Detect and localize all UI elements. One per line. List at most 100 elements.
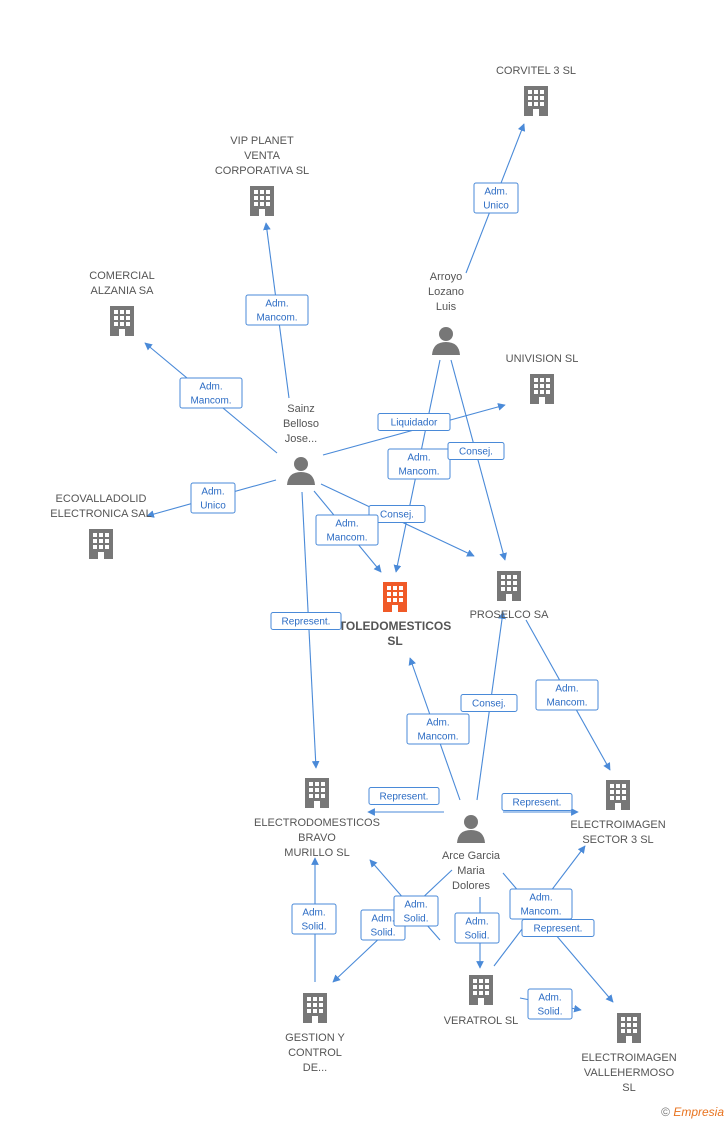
edge-label-text: Consej.	[459, 447, 493, 458]
company-icon	[530, 374, 554, 404]
edge-label-text: Represent.	[513, 798, 562, 809]
edge-label-text: Adm.	[407, 453, 430, 464]
nodes-layer: CORVITEL 3 SL VIP PLANETVENTACORPORATIVA …	[50, 65, 676, 1094]
edge-label-box	[535, 679, 599, 711]
node-label: DE...	[303, 1062, 327, 1074]
edge-label-text: Adm.	[538, 993, 561, 1004]
node-corvitel[interactable]: CORVITEL 3 SL	[496, 65, 576, 116]
edge-label-sainz-comercial[interactable]: Adm.Mancom.	[179, 377, 243, 409]
edge-label-box	[527, 988, 573, 1020]
edge-label-text: Solid.	[301, 922, 326, 933]
edge-label-text: Mancom.	[326, 533, 367, 544]
edge-label-arce-gestion-b[interactable]: Adm.Solid.	[393, 895, 439, 927]
edge-label-text: Mancom.	[256, 313, 297, 324]
copyright-icon: ©	[661, 1105, 670, 1119]
edge-label-sainz-bravo[interactable]: Represent.	[270, 612, 342, 630]
edge-label-arce-veratrol[interactable]: Adm.Solid.	[454, 912, 500, 944]
edge-label-text: Consej.	[472, 699, 506, 710]
node-label: Lozano	[428, 286, 464, 298]
edge-label-sainz-ecoval[interactable]: Adm. Unico	[190, 482, 236, 514]
company-icon	[524, 86, 548, 116]
node-label: SL	[387, 634, 402, 648]
edge-label-text: Represent.	[534, 924, 583, 935]
edge-labels-layer: Adm.UnicoAdm.Mancom.Adm.Mancom.Liquidado…	[179, 182, 599, 1020]
person-icon	[287, 457, 315, 485]
node-bravo[interactable]: ELECTRODOMESTICOS BRAVO MURILLO SL	[254, 778, 380, 859]
edge-label-text: Adm.	[465, 917, 488, 928]
node-label: Dolores	[452, 880, 490, 892]
node-label: VERATROL SL	[444, 1015, 519, 1027]
node-label: Jose...	[285, 433, 317, 445]
node-label: ELECTROIMAGEN	[581, 1052, 676, 1064]
node-veratrol[interactable]: VERATROL SL	[444, 975, 519, 1027]
edge-label-text: Represent.	[282, 617, 331, 628]
edge-label-box	[270, 612, 342, 630]
edge-label-text: Solid.	[403, 914, 428, 925]
node-label: Luis	[436, 301, 457, 313]
company-icon	[617, 1013, 641, 1043]
edge-label-box	[521, 919, 595, 937]
edge-label-arce-sector3-rep[interactable]: Represent.	[501, 793, 573, 811]
brand-name: Empresia	[673, 1105, 724, 1119]
edge-label-arce-vallehermoso[interactable]: Represent.	[521, 919, 595, 937]
edge-label-arroyo-proselco[interactable]: Consej.	[447, 442, 505, 460]
edge-label-box	[447, 442, 505, 460]
node-label: COMERCIAL	[89, 270, 154, 282]
edge-label-sainz-univision[interactable]: Liquidador	[377, 413, 451, 431]
company-icon	[89, 529, 113, 559]
edge-label-arroyo-corvitel[interactable]: Adm.Unico	[473, 182, 519, 214]
main-company-icon	[383, 582, 407, 612]
edge-label-box	[291, 903, 337, 935]
edge-label-arce-sector3[interactable]: Adm. Mancom.	[509, 888, 573, 920]
edge-label-box	[368, 787, 440, 805]
node-label: Arce Garcia	[442, 850, 501, 862]
edge-label-veratrol-vallehermoso[interactable]: Adm.Solid.	[527, 988, 573, 1020]
node-label: GESTION Y	[285, 1032, 345, 1044]
edge-label-text: Adm.	[555, 684, 578, 695]
node-label: CORVITEL 3 SL	[496, 65, 576, 77]
node-proselco[interactable]: PROSELCO SA	[470, 571, 550, 621]
node-label: MURILLO SL	[284, 847, 349, 859]
node-label: TOLEDOMESTICOS	[339, 619, 451, 633]
node-sainz[interactable]: SainzBellosoJose...	[283, 403, 319, 485]
company-icon	[469, 975, 493, 1005]
edge-label-text: Mancom.	[398, 467, 439, 478]
node-label: ALZANIA SA	[91, 285, 155, 297]
edge-label-text: Adm.	[265, 299, 288, 310]
edge-label-arce-proselco[interactable]: Consej.	[460, 694, 518, 712]
company-icon	[303, 993, 327, 1023]
node-comercial[interactable]: COMERCIAL ALZANIA SA	[89, 270, 155, 336]
edge-label-text: Mancom.	[520, 907, 561, 918]
node-label: CORPORATIVA SL	[215, 165, 309, 177]
edge-label-box	[406, 713, 470, 745]
edge-label-sainz-proselco[interactable]: Consej.	[368, 505, 426, 523]
node-label: BRAVO	[298, 832, 336, 844]
node-gestion[interactable]: GESTION YCONTROLDE...	[285, 993, 346, 1074]
edge-label-text: Adm.	[529, 893, 552, 904]
edge-label-box	[315, 514, 379, 546]
node-label: ELECTROIMAGEN	[570, 819, 665, 831]
edge-label-gestion-bravo[interactable]: Adm. Solid.	[291, 903, 337, 935]
edge-label-sainz-vip[interactable]: Adm. Mancom.	[245, 294, 309, 326]
edge-label-box	[460, 694, 518, 712]
edge-label-text: Adm.	[201, 487, 224, 498]
edge-label-arroyo-toledo[interactable]: Adm. Mancom.	[387, 448, 451, 480]
edge-label-text: Unico	[200, 501, 226, 512]
watermark[interactable]: © Empresia	[661, 1105, 724, 1119]
edge-label-text: Adm.	[302, 908, 325, 919]
node-label: ELECTRODOMESTICOS	[254, 817, 380, 829]
edge-label-text: Adm.	[484, 187, 507, 198]
edge-label-proselco-sector3[interactable]: Adm.Mancom.	[535, 679, 599, 711]
edge-label-sainz-toledo[interactable]: Adm.Mancom.	[315, 514, 379, 546]
node-univision[interactable]: UNIVISION SL	[506, 353, 579, 404]
edge-label-arce-toledo[interactable]: Adm.Mancom.	[406, 713, 470, 745]
edge-label-arce-bravo[interactable]: Represent.	[368, 787, 440, 805]
